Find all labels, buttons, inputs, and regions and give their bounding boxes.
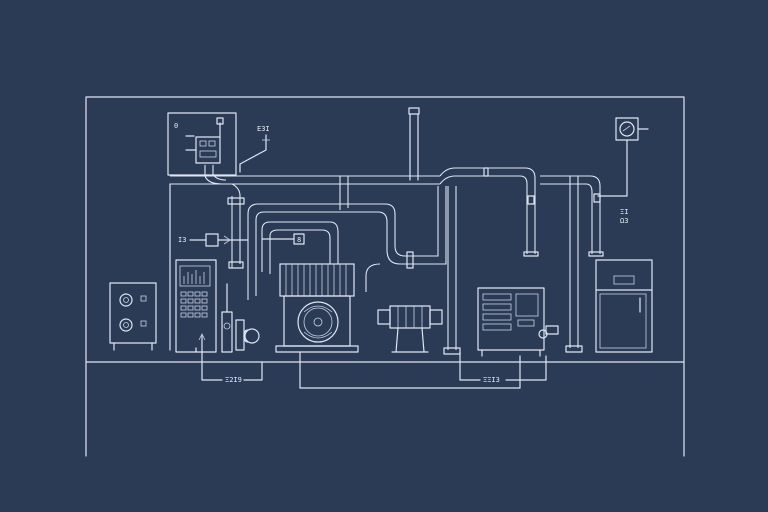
dimension-callouts: Ξ2Ι9 ΞΞΙ3 bbox=[198, 333, 547, 384]
thermostat-tag: ΞΙ Ω3 bbox=[620, 208, 633, 225]
center-valve: 8 bbox=[261, 233, 305, 245]
drawer-cabinet bbox=[477, 287, 559, 357]
thermostat: ΞΙ Ω3 bbox=[597, 117, 649, 225]
thermostat-tag-line-1: ΞΙ bbox=[620, 208, 628, 216]
pipe-network bbox=[170, 165, 604, 355]
bottom-left-dimension: Ξ2Ι9 bbox=[225, 376, 242, 384]
instrument-cluster bbox=[221, 283, 260, 353]
left-valve: Ι3 bbox=[178, 233, 249, 247]
control-panel-label: 0 bbox=[174, 122, 178, 130]
bottom-right-dimension: ΞΞΙ3 bbox=[483, 376, 500, 384]
vertical-stack-pipe bbox=[408, 107, 420, 181]
gauge-cabinet bbox=[109, 282, 157, 351]
top-callout: Ε3Ι bbox=[239, 125, 270, 173]
outer-frame bbox=[85, 96, 685, 457]
control-cabinet bbox=[169, 183, 217, 353]
tall-cabinet bbox=[595, 259, 653, 353]
compressor-unit bbox=[275, 263, 521, 389]
control-panel-top-left: 0 bbox=[167, 112, 237, 176]
thermostat-tag-line-2: Ω3 bbox=[620, 217, 628, 225]
pump-assembly bbox=[377, 305, 443, 353]
left-valve-label: Ι3 bbox=[178, 236, 186, 244]
top-callout-label: Ε3Ι bbox=[257, 125, 270, 133]
center-valve-label: 8 bbox=[297, 236, 301, 244]
